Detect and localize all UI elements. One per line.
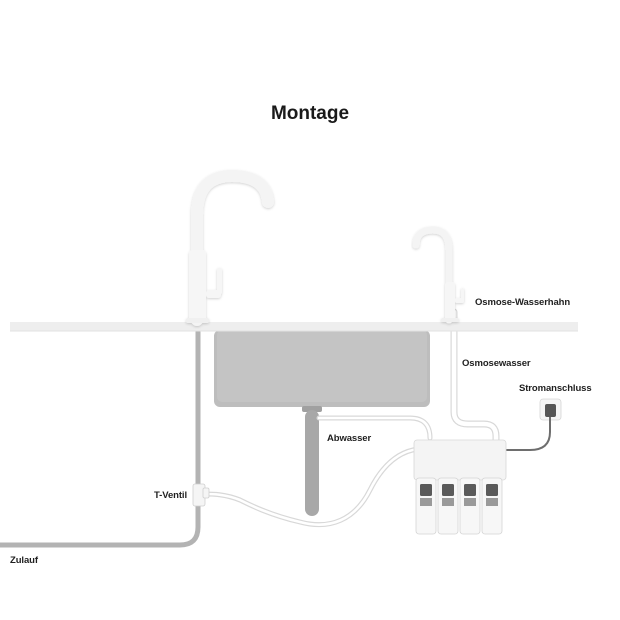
osmosis-faucet bbox=[412, 226, 464, 324]
filter-cartridge bbox=[415, 477, 437, 535]
kitchen-faucet bbox=[186, 169, 274, 326]
sink-basin-inner bbox=[217, 330, 427, 402]
ro-filter-unit bbox=[413, 439, 507, 535]
filter-cartridge bbox=[459, 477, 481, 535]
filter-cartridge bbox=[437, 477, 459, 535]
page-title: Montage bbox=[270, 103, 350, 124]
label-osmosis-water: Osmosewasser bbox=[462, 358, 531, 369]
power-socket bbox=[539, 398, 562, 421]
drain-pipe bbox=[305, 410, 319, 516]
label-inlet: Zulauf bbox=[10, 555, 38, 566]
drain-flange bbox=[302, 406, 322, 412]
drain-connection-tube bbox=[316, 415, 433, 441]
t-valve bbox=[192, 483, 210, 507]
filter-cartridge bbox=[481, 477, 503, 535]
label-t-valve: T-Ventil bbox=[154, 490, 187, 501]
label-power-connection: Stromanschluss bbox=[519, 383, 592, 394]
countertop bbox=[10, 322, 578, 331]
waste-water-tube bbox=[202, 446, 421, 528]
label-waste-water: Abwasser bbox=[327, 433, 372, 444]
power-cable bbox=[506, 417, 551, 451]
label-osmosis-faucet: Osmose-Wasserhahn bbox=[475, 297, 571, 308]
osmosis-water-tube bbox=[450, 308, 500, 444]
inlet-pipe bbox=[0, 329, 201, 548]
